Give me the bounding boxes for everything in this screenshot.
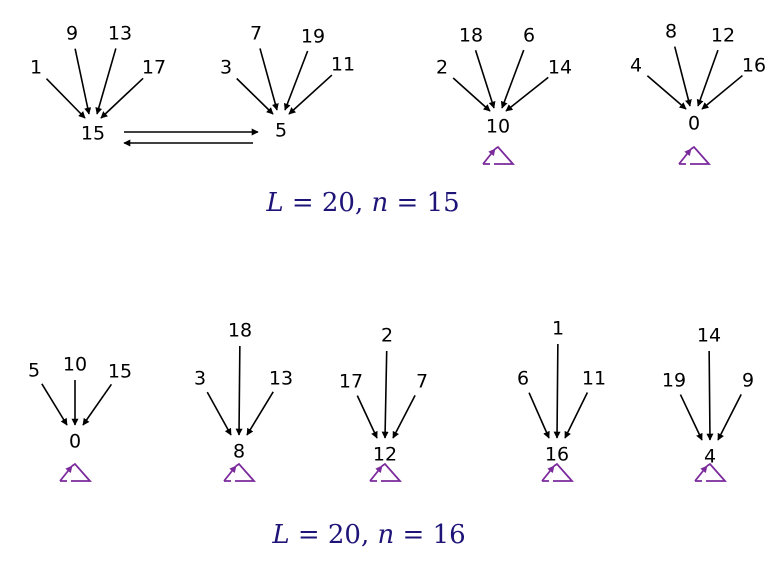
self-loop-arrow (678, 148, 692, 165)
source-node-label: 14 (697, 325, 721, 347)
edge-arrow (553, 343, 561, 439)
edge-arrow (100, 77, 144, 119)
edge-arrow (452, 77, 491, 112)
self-loop-triangle (370, 462, 402, 482)
source-node-label: 9 (66, 23, 78, 45)
edge-arrow (206, 391, 232, 436)
caption-n-var: n (378, 520, 395, 550)
edge-arrow (528, 392, 550, 439)
edge-arrow (474, 50, 496, 109)
target-node-label: 10 (486, 116, 510, 138)
source-node-label: 19 (662, 370, 686, 392)
self-loop-arrow (541, 465, 555, 482)
self-loop-triangle (542, 462, 574, 482)
self-loop-triangle (483, 145, 515, 165)
edge-arrow (673, 46, 692, 107)
captions-layer: L = 20, n = 15L = 20, n = 16 (265, 188, 465, 550)
caption-L-var: L (271, 520, 289, 550)
self-loop-arrow (59, 465, 73, 482)
target-node-label: 15 (81, 123, 105, 145)
edge-arrow (74, 48, 92, 115)
source-node-label: 14 (548, 57, 572, 79)
edge-arrow (706, 350, 714, 441)
source-node-label: 12 (711, 25, 735, 47)
caption-n-value: = 15 (388, 188, 459, 218)
source-node-label: 11 (582, 368, 606, 390)
edge-arrow (41, 383, 68, 426)
edge-arrow (95, 48, 117, 115)
edge-arrow (646, 75, 687, 110)
edge-arrow (259, 48, 279, 111)
panel-caption: L = 20, n = 16 (271, 520, 465, 550)
panel-caption: L = 20, n = 15 (265, 188, 459, 218)
caption-L-value: = 20, (290, 520, 378, 550)
source-node-label: 6 (523, 25, 535, 47)
target-node-label: 16 (545, 444, 569, 466)
edge-arrow (356, 395, 378, 439)
target-node-label: 5 (275, 120, 287, 142)
edge-arrow (381, 350, 389, 439)
self-loop-arrow (369, 465, 383, 482)
source-node-label: 8 (665, 21, 677, 43)
edge-arrow (235, 345, 243, 436)
source-node-label: 3 (220, 57, 232, 79)
source-node-label: 5 (28, 360, 40, 382)
self-loop-arrow (482, 148, 496, 165)
source-node-label: 4 (630, 55, 642, 77)
source-node-label: 11 (331, 54, 355, 76)
self-loop-triangle (60, 462, 92, 482)
edge-arrow (288, 74, 333, 115)
edge-arrow (679, 394, 703, 441)
edge-arrow (500, 49, 525, 109)
source-node-label: 18 (459, 25, 483, 47)
target-node-label: 8 (233, 441, 245, 463)
target-node-label: 4 (704, 446, 716, 468)
caption-n-value: = 16 (394, 520, 465, 550)
caption-n-var: n (372, 188, 389, 218)
source-node-label: 2 (436, 57, 448, 79)
source-node-label: 7 (250, 23, 262, 45)
target-node-label: 0 (69, 431, 81, 453)
source-node-label: 13 (269, 368, 293, 390)
edge-arrow (82, 383, 113, 426)
edge-arrow (236, 77, 274, 115)
self-loop-triangle (695, 462, 727, 482)
source-node-label: 17 (142, 57, 166, 79)
edge-arrow (564, 392, 589, 439)
edge-arrow (717, 394, 742, 441)
source-node-label: 9 (742, 370, 754, 392)
self-loop-triangle (679, 145, 711, 165)
self-loops-layer (59, 145, 727, 482)
source-node-label: 3 (194, 368, 206, 390)
source-node-label: 13 (108, 23, 132, 45)
source-node-label: 7 (416, 371, 428, 393)
edge-arrow (392, 394, 416, 439)
caption-L-var: L (265, 188, 283, 218)
target-node-label: 0 (688, 113, 700, 135)
source-node-label: 6 (517, 368, 529, 390)
caption-L-value: = 20, (284, 188, 372, 218)
source-node-label: 15 (108, 361, 132, 383)
edge-arrow (246, 391, 274, 436)
source-node-label: 1 (552, 318, 564, 340)
source-node-label: 18 (228, 320, 252, 342)
self-loop-arrow (694, 465, 708, 482)
edges-layer (41, 46, 743, 441)
source-node-label: 2 (381, 325, 393, 347)
target-node-label: 12 (373, 444, 397, 466)
source-node-label: 10 (63, 354, 87, 376)
source-node-label: 17 (339, 371, 363, 393)
self-loop-triangle (224, 462, 256, 482)
source-node-label: 16 (742, 55, 766, 77)
self-loop-arrow (223, 465, 237, 482)
edge-arrow (45, 78, 86, 119)
edge-arrow (701, 74, 743, 110)
edge-arrow (505, 76, 549, 112)
edge-arrow (283, 50, 309, 111)
source-node-label: 1 (30, 57, 42, 79)
source-node-label: 19 (301, 26, 325, 48)
edge-arrow (696, 49, 719, 107)
